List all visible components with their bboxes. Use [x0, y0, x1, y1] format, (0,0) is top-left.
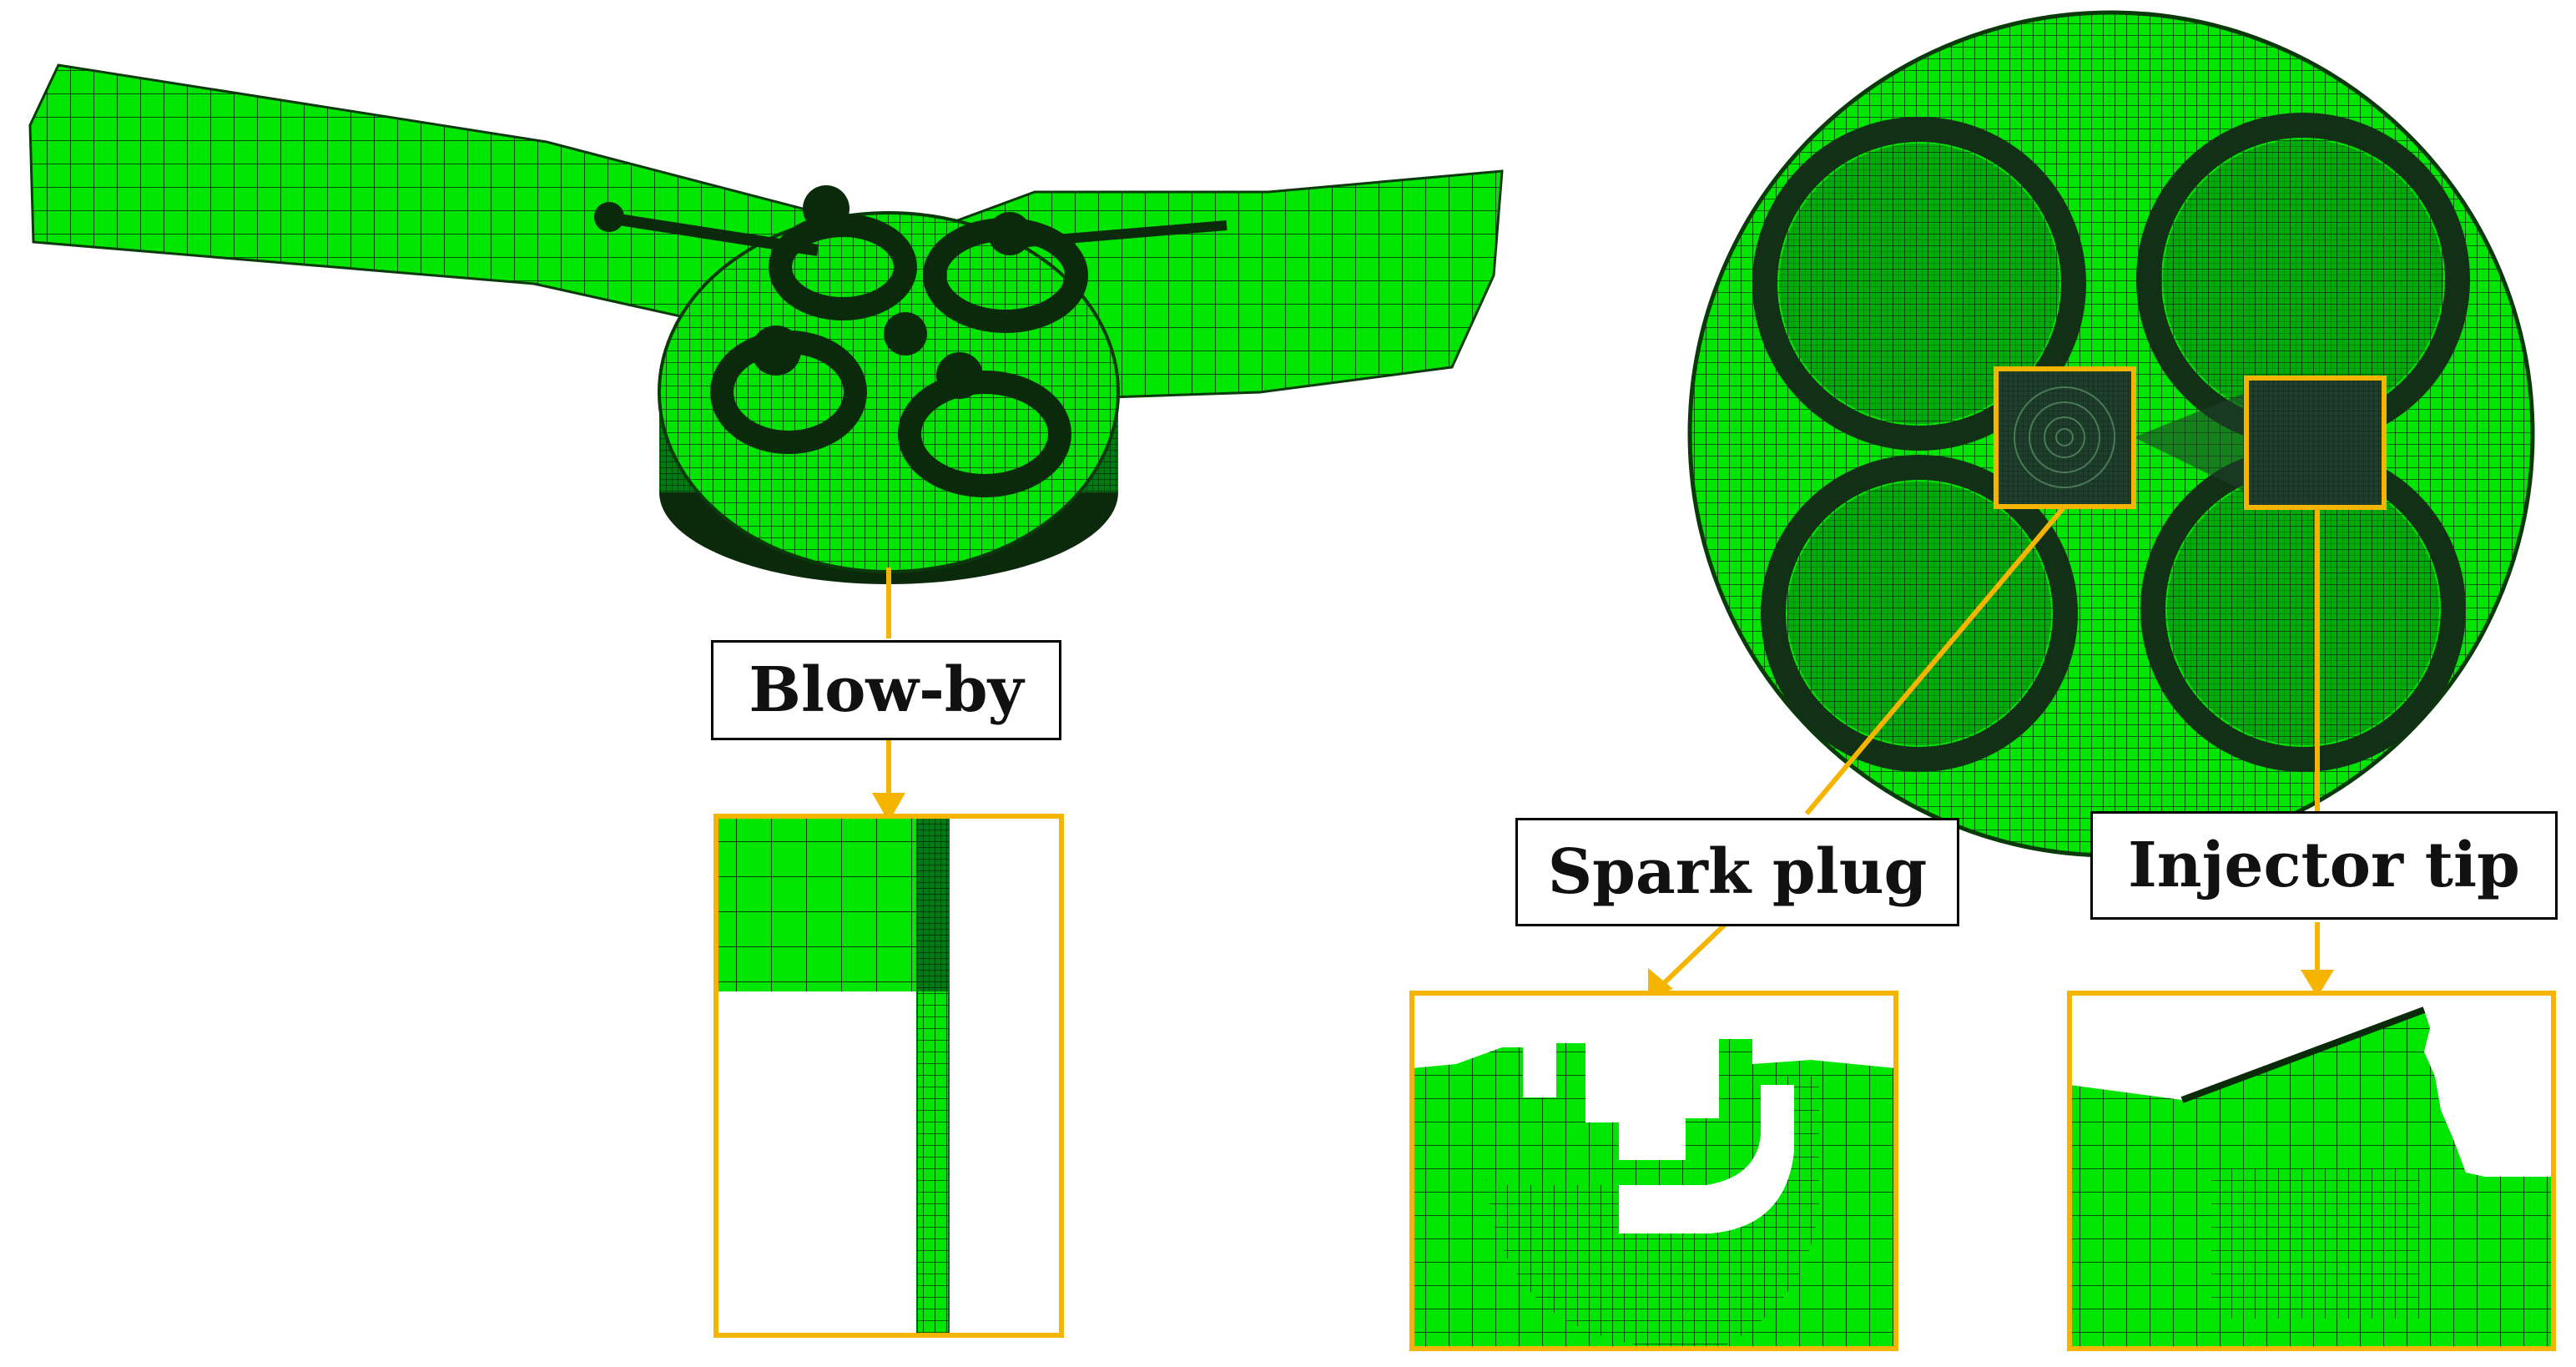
blow-by-mesh-top [716, 816, 941, 991]
spark-plug-detail-inset [1412, 993, 1896, 1349]
injector-zone [2246, 378, 2384, 507]
spark-plug-label: Spark plug [1515, 818, 1959, 926]
injector-spray [2134, 392, 2246, 492]
cylinder-head-top-view [1687, 10, 2535, 858]
injector-tip-inset-frame [2067, 991, 2556, 1351]
leader-arrowheads [872, 793, 2334, 997]
spark-plug-callout-frame [1994, 366, 2136, 509]
spark-plug-arrowhead [1648, 968, 1673, 997]
engine-geometry-mesh [28, 63, 1504, 584]
valve-seats [710, 214, 1088, 497]
injector-tip-refined-zone [2211, 1168, 2420, 1319]
spark-plug-rings [2014, 386, 2115, 488]
valve-stems [594, 185, 1031, 399]
blow-by-gap-mesh [918, 991, 948, 1335]
spark-plug-zone [1996, 369, 2134, 507]
blow-by-inset-frame [713, 814, 1064, 1338]
injector-tip-wall [2180, 1006, 2426, 1103]
blow-by-detail-inset [716, 816, 1061, 1335]
port-rib-left [612, 213, 819, 256]
injector-tip-label: Injector tip [2090, 811, 2558, 920]
injector-tip-detail-inset [2069, 993, 2553, 1349]
spark-plug-inset-frame [1409, 991, 1898, 1351]
port-rib-right [1026, 220, 1228, 247]
spark-plug-electrode-region [1485, 1077, 1819, 1349]
blow-by-arrowhead [872, 793, 905, 822]
spark-plug-electrode-gap [1619, 1085, 1794, 1233]
blow-by-label: Blow-by [711, 640, 1061, 740]
valve-faces [1779, 139, 2443, 745]
injector-tip-arrowhead [2301, 970, 2334, 997]
